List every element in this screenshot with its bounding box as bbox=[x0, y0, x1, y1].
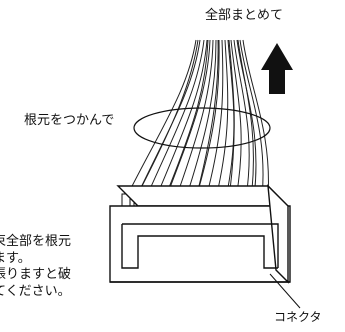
wire-bundle bbox=[125, 39, 269, 199]
note-line: 張りますと破 bbox=[0, 267, 72, 282]
grip-root-label: 根元をつかんで bbox=[24, 113, 115, 128]
up-arrow-icon bbox=[261, 43, 293, 94]
note-line: ます。 bbox=[0, 250, 31, 266]
connector-housing bbox=[109, 184, 291, 284]
grip-ring bbox=[133, 107, 271, 149]
connector-leader-line bbox=[269, 273, 301, 309]
instruction-note: 束全部を根元 ます。 張りますと破 てください。 bbox=[0, 234, 299, 300]
connector-label: コネクタ bbox=[274, 310, 322, 324]
note-line: 束全部を根元 bbox=[0, 234, 72, 249]
gather-all-label: 全部まとめて bbox=[205, 8, 284, 23]
note-line: てください。 bbox=[0, 283, 71, 299]
